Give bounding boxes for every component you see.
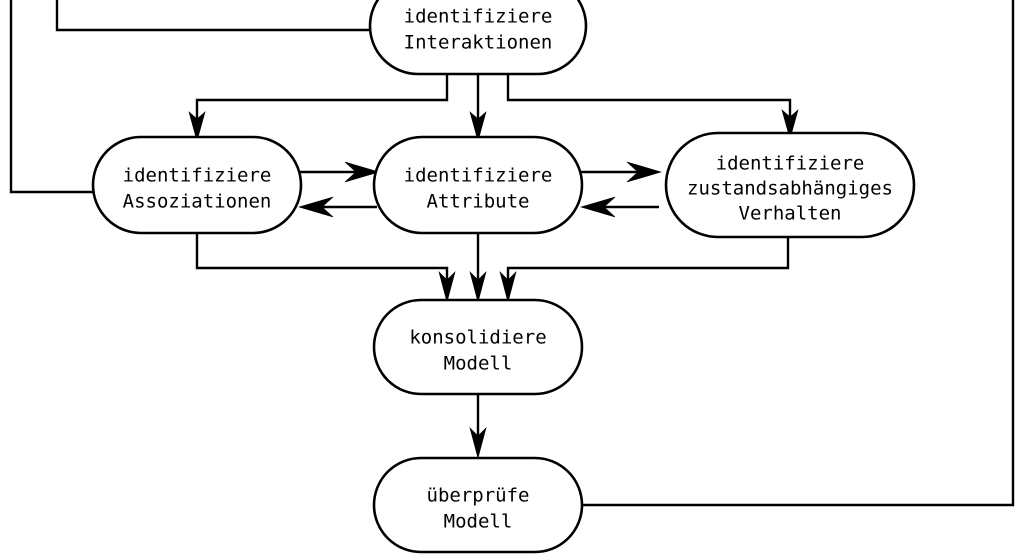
edge-ueberpruefe-loop-right — [580, 0, 1015, 507]
arrowhead-attribute-to-assoziationen — [297, 196, 334, 218]
node-attribute-line1: identifiziere — [404, 165, 553, 187]
arrowhead-assoziationen-to-konsolidiere — [438, 270, 456, 304]
node-konsolidiere-line2: Modell — [444, 353, 513, 375]
arrowhead-interaktionen-to-attribute — [469, 111, 487, 143]
node-assoziationen-line2: Assoziationen — [123, 191, 272, 213]
arrowhead-assoziationen-to-attribute — [344, 161, 381, 183]
edge-interaktionen-to-assoziationen — [195, 74, 449, 128]
arrowhead-interaktionen-to-assoziationen — [188, 111, 206, 143]
node-attribute[interactable]: identifiziere Attribute — [372, 135, 584, 235]
edge-verhalten-to-konsolidiere — [506, 235, 790, 286]
node-interaktionen-line2: Interaktionen — [404, 32, 553, 54]
edge-interaktionen-loop-left — [55, 0, 370, 32]
arrowhead-interaktionen-to-verhalten — [781, 109, 799, 141]
edge-layer — [9, 0, 1015, 507]
node-assoziationen-line1: identifiziere — [123, 165, 272, 187]
node-attribute-line2: Attribute — [427, 191, 530, 213]
node-verhalten-shape[interactable] — [664, 131, 916, 239]
arrowhead-konsolidiere-to-ueberpruefe — [469, 426, 487, 460]
node-assoziationen[interactable]: identifiziere Assoziationen — [91, 135, 303, 235]
arrowhead-verhalten-to-attribute — [579, 196, 616, 218]
node-layer: identifiziere Interaktionen identifizier… — [91, 0, 916, 554]
node-interaktionen-shape[interactable] — [368, 0, 588, 76]
arrowhead-attribute-to-verhalten — [626, 161, 663, 183]
node-interaktionen[interactable]: identifiziere Interaktionen — [368, 0, 588, 76]
node-ueberpruefe-modell[interactable]: überprüfe Modell — [372, 456, 584, 554]
edge-incoming-left-to-assoziationen — [9, 0, 99, 194]
node-ueberpruefe-line1: überprüfe — [427, 485, 530, 507]
node-ueberpruefe-line2: Modell — [444, 511, 513, 533]
node-assoziationen-shape[interactable] — [91, 135, 303, 235]
arrowhead-attribute-to-konsolidiere — [469, 270, 487, 304]
edge-interaktionen-to-verhalten — [506, 74, 792, 126]
node-verhalten-line3: Verhalten — [739, 203, 842, 225]
node-konsolidiere-shape[interactable] — [372, 298, 584, 396]
node-konsolidiere-line1: konsolidiere — [409, 327, 546, 349]
node-verhalten-line2: zustandsabhängiges — [687, 178, 893, 200]
arrowhead-verhalten-to-konsolidiere — [499, 270, 517, 304]
edge-assoziationen-to-konsolidiere — [195, 232, 449, 286]
node-interaktionen-line1: identifiziere — [404, 6, 553, 28]
node-ueberpruefe-shape[interactable] — [372, 456, 584, 554]
node-konsolidiere-modell[interactable]: konsolidiere Modell — [372, 298, 584, 396]
node-verhalten-line1: identifiziere — [716, 153, 865, 175]
node-zustandsabhaengiges-verhalten[interactable]: identifiziere zustandsabhängiges Verhalt… — [664, 131, 916, 239]
node-attribute-shape[interactable] — [372, 135, 584, 235]
